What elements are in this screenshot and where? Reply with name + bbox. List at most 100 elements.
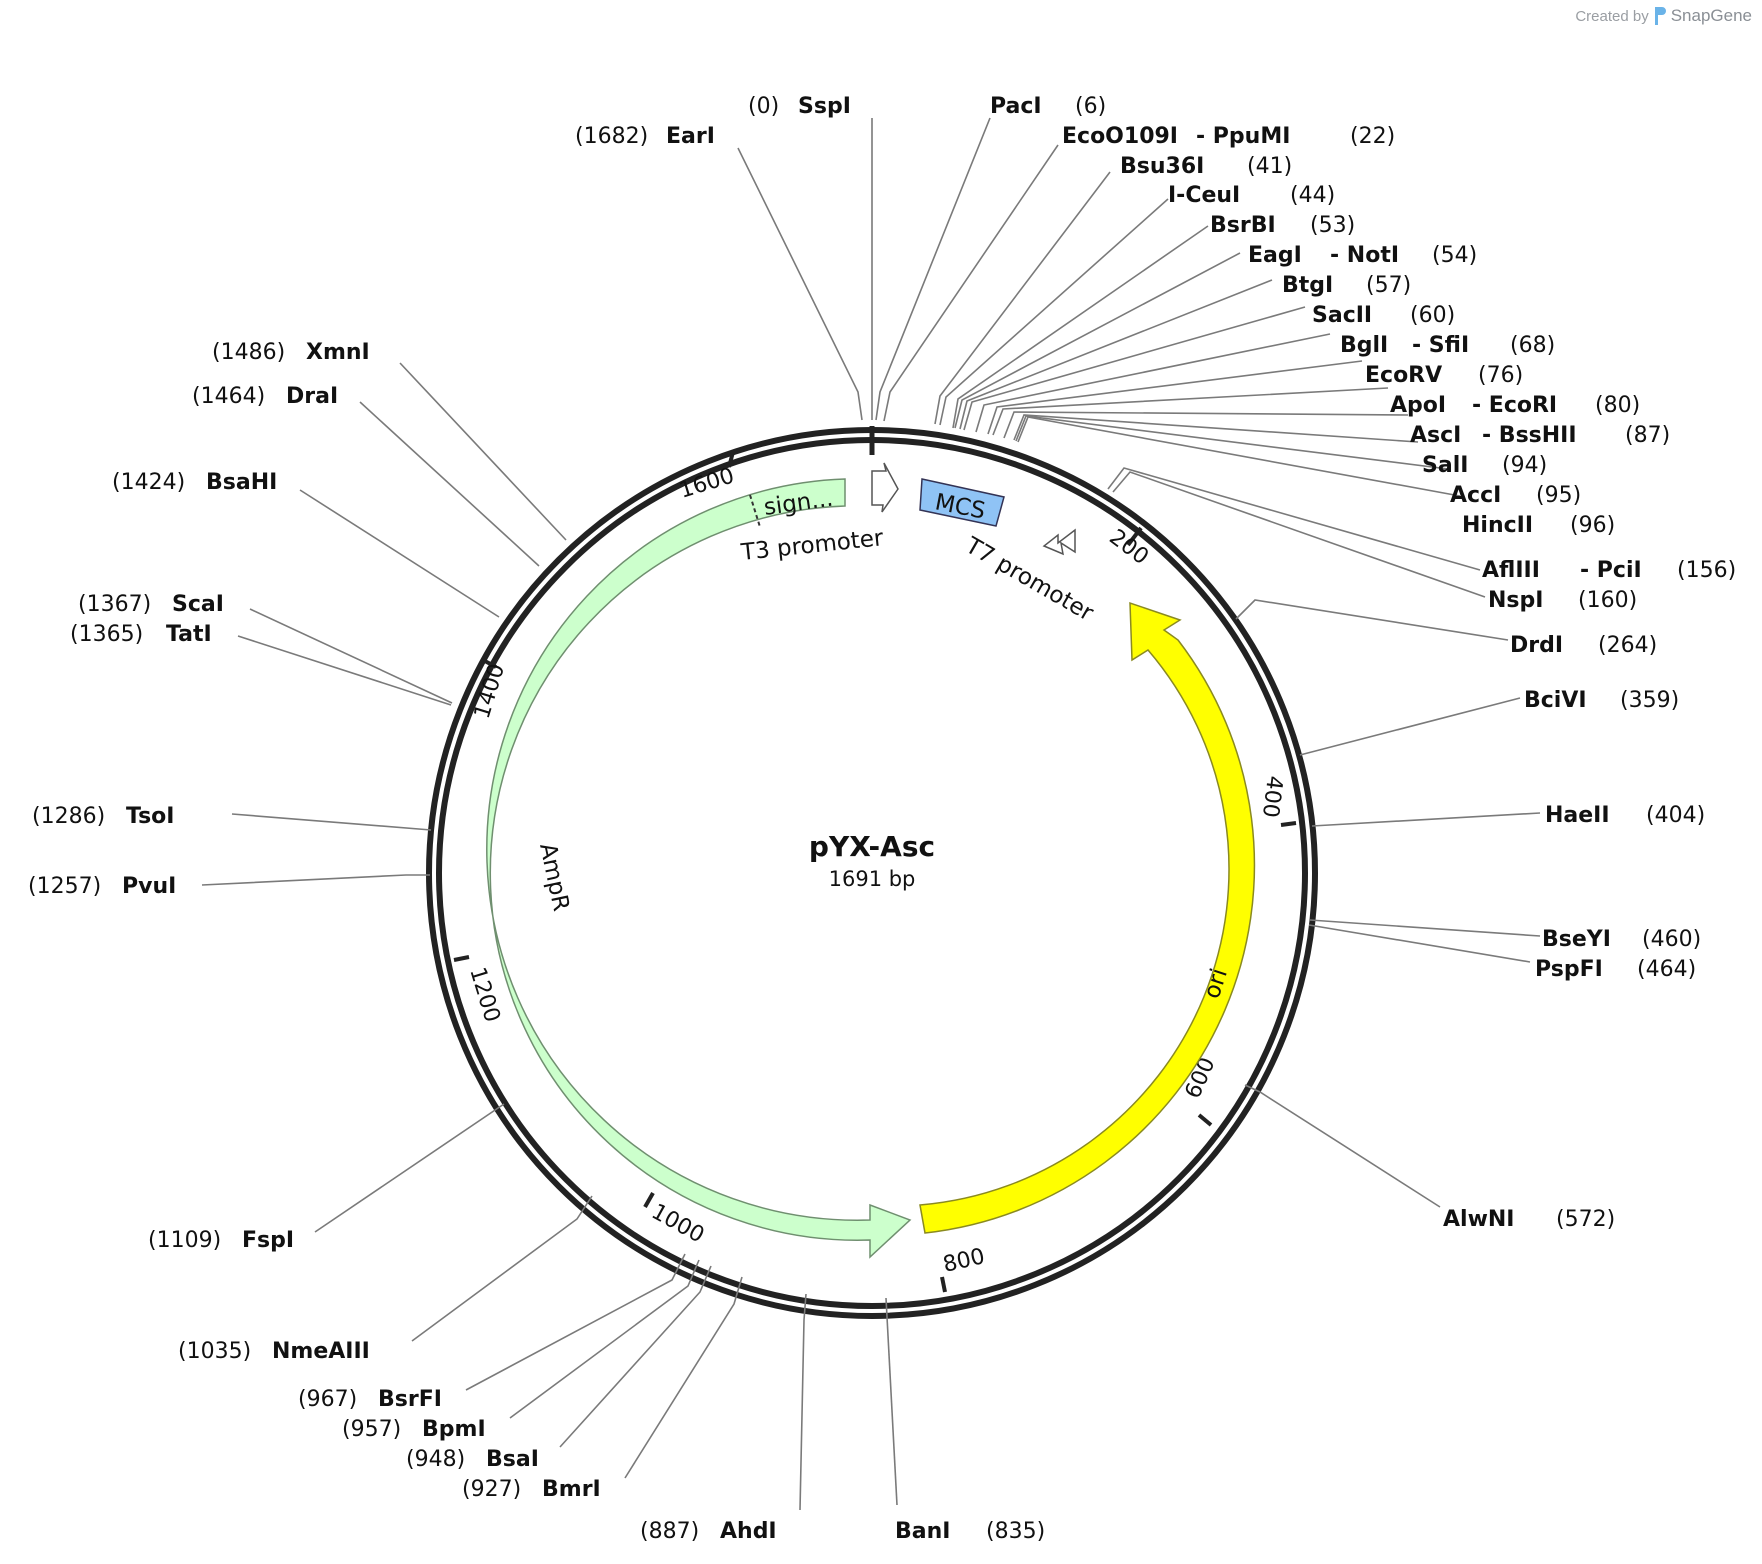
site-afliii-pos: (156)	[1677, 558, 1736, 583]
site-xmni-pos: (1486)	[212, 340, 285, 365]
leader-eari	[737, 147, 863, 421]
site-bsai[interactable]: (948)BsaI	[406, 1447, 539, 1472]
site-acci-pos: (95)	[1536, 483, 1581, 508]
site-bsrbi-pos: (53)	[1310, 213, 1355, 238]
site-ahdi-name: AhdI	[720, 1519, 777, 1544]
site-pvui-name: PvuI	[122, 874, 176, 899]
site-afliii[interactable]: AflIII- PciI(156)	[1482, 558, 1736, 583]
leader-bsahi	[299, 489, 500, 618]
site-alwni-pos: (572)	[1556, 1207, 1615, 1232]
site-hincii[interactable]: HincII(96)	[1462, 513, 1615, 538]
site-bsrfi-name: BsrFI	[378, 1387, 442, 1412]
site-bmri-name: BmrI	[542, 1477, 601, 1502]
leader-bpmi	[509, 1259, 700, 1419]
site-nmeaiii-name: NmeAIII	[272, 1339, 370, 1364]
site-ecoo109i[interactable]: EcoO109I- PpuMI(22)	[1062, 124, 1395, 149]
site-scai-name: ScaI	[172, 592, 224, 617]
site-iceui-name: I-CeuI	[1168, 183, 1240, 208]
site-bsahi[interactable]: (1424)BsaHI	[112, 470, 277, 495]
site-bsu36i-pos: (41)	[1247, 154, 1292, 179]
leader-paci	[875, 117, 991, 421]
t7-promoter-arrow	[1042, 528, 1076, 556]
site-bpmi-name: BpmI	[422, 1417, 486, 1442]
site-tsoi[interactable]: (1286)TsoI	[32, 804, 174, 829]
site-asci[interactable]: AscI- BssHII(87)	[1410, 423, 1670, 448]
site-eari[interactable]: (1682) EarI	[575, 124, 715, 149]
site-fspi[interactable]: (1109)FspI	[148, 1228, 294, 1253]
site-ecoo109i-pos: (22)	[1350, 124, 1395, 149]
site-eagi-name2: - NotI	[1330, 243, 1399, 268]
site-ecoo109i-name2: - PpuMI	[1196, 124, 1290, 149]
site-apoi-pos: (80)	[1595, 393, 1640, 418]
tick-label-800: 800	[941, 1244, 988, 1278]
site-nspi[interactable]: NspI(160)	[1488, 588, 1637, 613]
mcs-box	[919, 478, 1005, 527]
site-drdi[interactable]: DrdI(264)	[1510, 633, 1657, 658]
leader-bcivi	[1299, 697, 1521, 756]
t7-promoter-label: T7 promoter	[960, 532, 1098, 627]
leader-scai	[249, 608, 453, 704]
site-ahdi-pos: (887)	[640, 1519, 699, 1544]
tick-label-1000: 1000	[647, 1199, 708, 1248]
site-nmeaiii[interactable]: (1035)NmeAIII	[178, 1339, 370, 1364]
ampr-label: AmpR	[534, 841, 574, 914]
site-bgli[interactable]: BglI- SfiI(68)	[1340, 333, 1555, 358]
site-iceui[interactable]: I-CeuI(44)	[1168, 183, 1335, 208]
site-alwni[interactable]: AlwNI(572)	[1443, 1207, 1615, 1232]
site-bani-name: BanI	[895, 1519, 950, 1544]
site-sali[interactable]: SalI(94)	[1422, 453, 1547, 478]
leader-bsrfi	[465, 1253, 686, 1391]
site-paci[interactable]: PacI(6)	[990, 94, 1106, 119]
site-haeii[interactable]: HaeII(404)	[1545, 803, 1705, 828]
site-bsai-name: BsaI	[486, 1447, 539, 1472]
site-sspi[interactable]: (0)SspI	[748, 94, 851, 119]
site-sacii[interactable]: SacII(60)	[1312, 303, 1455, 328]
site-ecorv-name: EcoRV	[1365, 363, 1442, 388]
site-eari-name: EarI	[666, 124, 715, 149]
site-eagi[interactable]: EagI- NotI(54)	[1248, 243, 1477, 268]
site-bmri[interactable]: (927) BmrI	[462, 1477, 601, 1502]
site-bpmi-pos: (957)	[342, 1417, 401, 1442]
site-acci[interactable]: AccI(95)	[1450, 483, 1581, 508]
tick-600	[1197, 1113, 1213, 1127]
site-sspi-name: SspI	[798, 94, 851, 119]
site-scai[interactable]: (1367)ScaI	[78, 592, 224, 617]
leader-fspi	[314, 1103, 505, 1233]
tick-label-1200: 1200	[464, 964, 504, 1025]
site-xmni[interactable]: (1486)XmnI	[212, 340, 370, 365]
site-afliii-name2: - PciI	[1580, 558, 1642, 583]
site-apoi-name: ApoI	[1390, 393, 1446, 418]
leader-ahdi	[799, 1293, 807, 1511]
site-drai[interactable]: (1464)DraI	[192, 384, 338, 409]
site-nspi-pos: (160)	[1578, 588, 1637, 613]
site-pspfi[interactable]: PspFI(464)	[1535, 957, 1696, 982]
site-bcivi-pos: (359)	[1620, 688, 1679, 713]
site-bmri-pos: (927)	[462, 1477, 521, 1502]
tick-1000	[643, 1192, 655, 1208]
site-btgi[interactable]: BtgI(57)	[1282, 273, 1411, 298]
site-bsrbi-name: BsrBI	[1210, 213, 1276, 238]
site-ahdi[interactable]: (887) AhdI	[640, 1519, 777, 1544]
plasmid-name: pYX-Asc	[809, 830, 935, 863]
site-bcivi[interactable]: BciVI(359)	[1524, 688, 1679, 713]
site-bgli-pos: (68)	[1510, 333, 1555, 358]
site-bpmi[interactable]: (957) BpmI	[342, 1417, 486, 1442]
site-paci-name: PacI	[990, 94, 1042, 119]
site-eari-pos: (1682)	[575, 124, 648, 149]
site-tati[interactable]: (1365)TatI	[70, 622, 212, 647]
site-apoi[interactable]: ApoI- EcoRI(80)	[1390, 393, 1640, 418]
site-fspi-pos: (1109)	[148, 1228, 221, 1253]
site-sacii-pos: (60)	[1410, 303, 1455, 328]
site-ecorv[interactable]: EcoRV(76)	[1365, 363, 1523, 388]
site-pvui[interactable]: (1257)PvuI	[28, 874, 176, 899]
plasmid-size: 1691 bp	[829, 867, 916, 891]
site-bseyi[interactable]: BseYI(460)	[1542, 927, 1701, 952]
site-bani-pos: (835)	[986, 1519, 1045, 1544]
site-bsrbi[interactable]: BsrBI (53)	[1210, 213, 1355, 238]
site-bani[interactable]: BanI (835)	[895, 1519, 1045, 1544]
site-bsu36i[interactable]: Bsu36I(41)	[1120, 154, 1292, 179]
site-eagi-pos: (54)	[1432, 243, 1477, 268]
leader-ecorv	[987, 360, 1363, 435]
site-bsrfi[interactable]: (967)BsrFI	[298, 1387, 442, 1412]
